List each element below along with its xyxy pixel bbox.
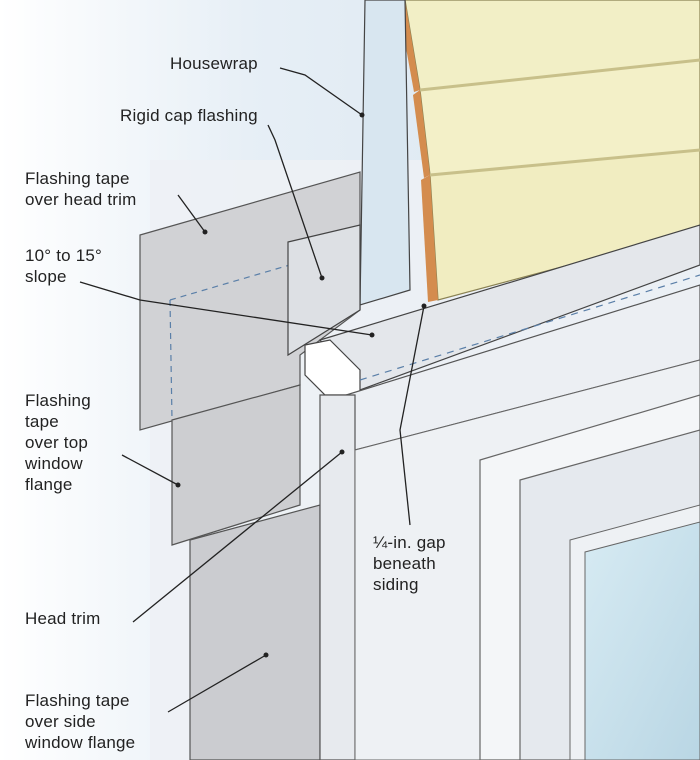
- siding: [398, 0, 700, 302]
- flashing-tape-head-trim: [139, 171, 361, 431]
- leader-lines: [79, 67, 425, 713]
- leader-dots: [175, 112, 427, 658]
- label-rigid-cap-flashing: Rigid cap flashing: [120, 106, 258, 125]
- flashing-tape-side-flange: [189, 504, 321, 760]
- rigid-cap-flashing: [287, 224, 700, 396]
- window: [354, 359, 700, 760]
- label-head-trim: Head trim: [25, 609, 101, 628]
- label-flashing-tape-side-flange: Flashing tape over side window flange: [25, 691, 136, 752]
- label-flashing-tape-top-flange: Flashing tape over top window flange: [25, 391, 91, 494]
- head-trim: [319, 284, 700, 760]
- label-housewrap: Housewrap: [170, 54, 258, 73]
- label-flashing-tape-head-trim: Flashing tape over head trim: [25, 169, 137, 209]
- flashing-tape-top-flange: [171, 384, 301, 546]
- label-gap-beneath-siding: ¼-in. gap beneath siding: [373, 533, 446, 594]
- housewrap: [359, 0, 411, 306]
- label-slope: 10° to 15° slope: [25, 246, 103, 286]
